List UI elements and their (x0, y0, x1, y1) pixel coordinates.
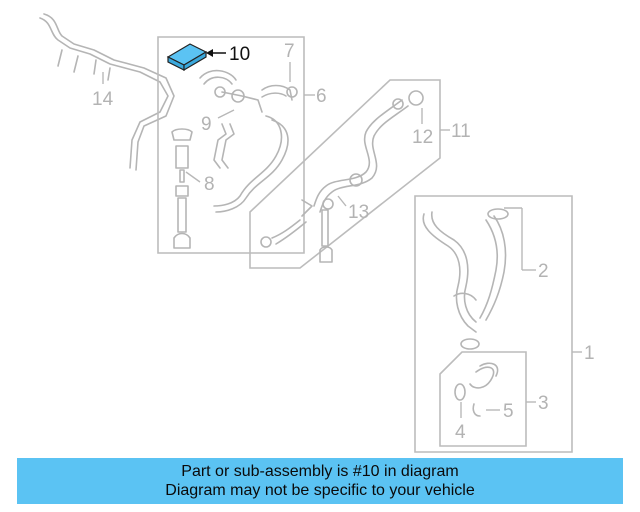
callout-10: 10 (229, 44, 250, 65)
part-group-6-hoses (171, 69, 289, 249)
callout-9: 9 (201, 114, 212, 135)
callout-3: 3 (538, 393, 549, 414)
callout-2: 2 (538, 261, 549, 282)
arrowhead-10 (206, 49, 213, 57)
parts-diagram: 14 6 10 7 8 9 11 (39, 13, 595, 453)
callout-6: 6 (316, 86, 327, 107)
callout-14: 14 (92, 89, 114, 110)
callout-5: 5 (503, 401, 514, 422)
leader-9 (217, 109, 235, 119)
callout-1: 1 (584, 343, 595, 364)
callout-8: 8 (204, 174, 215, 195)
part-7-elbow (261, 84, 298, 101)
banner-line-disclaimer: Diagram may not be specific to your vehi… (165, 482, 475, 499)
part-14-tube (39, 13, 175, 171)
callout-13: 13 (348, 202, 369, 223)
part-2-filler-neck (422, 208, 509, 350)
panel-group-6 (157, 36, 305, 254)
part-info-banner: Part or sub-assembly is #10 in diagram D… (17, 458, 623, 504)
panel-group-1 (414, 195, 573, 453)
callout-11: 11 (451, 121, 471, 142)
callout-12: 12 (412, 127, 433, 148)
leader-13 (337, 195, 347, 207)
banner-line-part: Part or sub-assembly is #10 in diagram (181, 463, 459, 480)
part-3-sub-parts (454, 362, 499, 417)
callout-7: 7 (284, 41, 295, 62)
leader-8 (185, 171, 201, 183)
part-10-pad (166, 43, 208, 72)
part-group-11-hoses (260, 90, 424, 263)
exploded-view-svg: 14 6 10 7 8 9 11 (39, 13, 595, 453)
panel-group-3 (439, 351, 527, 447)
callout-4: 4 (455, 422, 466, 443)
panel-group-11 (249, 79, 441, 269)
